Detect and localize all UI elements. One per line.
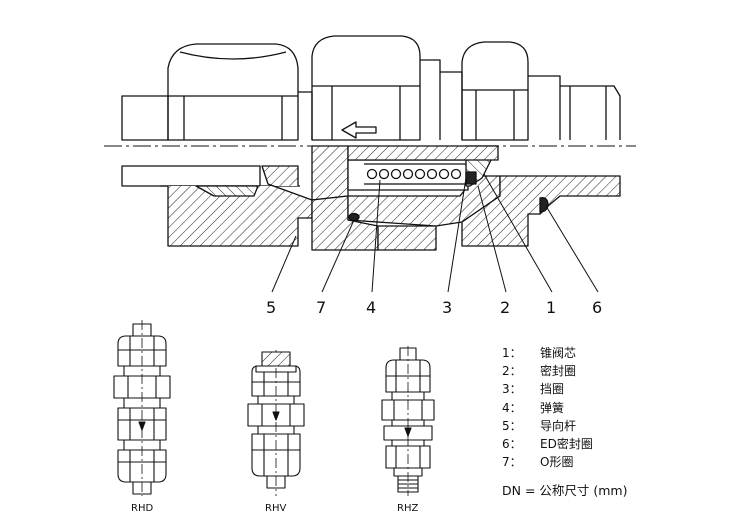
- variant-rhv-drawing: [247, 350, 305, 496]
- assembly-section-view: [121, 145, 621, 251]
- legend-description: 锥阀芯: [540, 346, 577, 360]
- parts-legend: 1： 锥阀芯 2： 密封圈 3： 挡圈 4： 弹簧 5： 导向杆 6： ED密封圈 7： O形…: [502, 344, 742, 471]
- legend-number: 7：: [502, 455, 522, 470]
- spring-coils: [364, 163, 466, 185]
- legend-number: 6：: [502, 437, 522, 452]
- legend-description: ED密封圈: [540, 437, 593, 452]
- flow-direction-arrow-icon: [341, 121, 377, 139]
- legend-row-4: 4： 弹簧: [502, 399, 742, 417]
- variant-label-rhv: RHV: [265, 503, 286, 514]
- callout-numbers: 5 7 4 3 2 1 6: [266, 298, 602, 317]
- callout-1: 1: [546, 298, 556, 317]
- legend-row-1: 1： 锥阀芯: [502, 344, 742, 362]
- leader-lines: [271, 173, 599, 293]
- variant-rhz-drawing: [381, 346, 435, 496]
- callout-7: 7: [316, 298, 326, 317]
- variant-label-rhz: RHZ: [397, 503, 418, 514]
- callout-6: 6: [592, 298, 602, 317]
- legend-number: 2：: [502, 364, 522, 379]
- assembly-exterior-view: [121, 35, 621, 141]
- legend-description: O形圈: [540, 455, 574, 470]
- legend-description: 导向杆: [540, 418, 577, 433]
- callout-2: 2: [500, 298, 510, 317]
- legend-number: 1：: [502, 346, 522, 360]
- callout-3: 3: [442, 298, 452, 317]
- variant-label-rhd: RHD: [131, 503, 153, 514]
- legend-description: 密封圈: [540, 364, 577, 379]
- dn-definition-note: DN = 公称尺寸 (mm): [502, 483, 628, 498]
- legend-row-2: 2： 密封圈: [502, 362, 742, 380]
- legend-row-7: 7： O形圈: [502, 453, 742, 471]
- legend-description: 挡圈: [540, 382, 565, 397]
- legend-row-3: 3： 挡圈: [502, 380, 742, 398]
- callout-5: 5: [266, 298, 276, 317]
- legend-number: 3：: [502, 382, 522, 397]
- legend-row-6: 6： ED密封圈: [502, 435, 742, 453]
- legend-number: 4：: [502, 400, 522, 415]
- legend-description: 弹簧: [540, 400, 565, 415]
- variant-rhd-drawing: [113, 320, 171, 496]
- legend-row-5: 5： 导向杆: [502, 417, 742, 435]
- callout-4: 4: [366, 298, 376, 317]
- legend-number: 5：: [502, 418, 522, 433]
